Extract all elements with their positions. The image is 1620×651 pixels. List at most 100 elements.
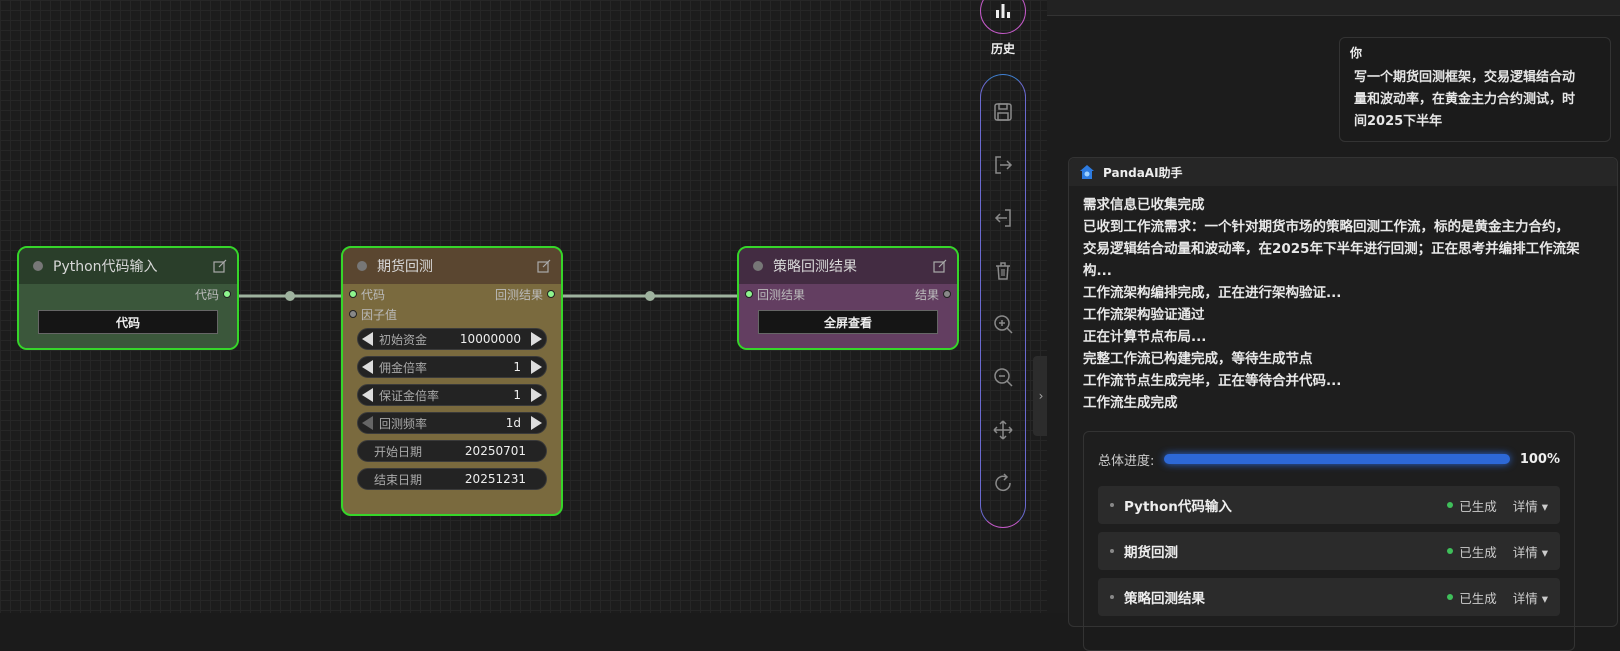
- step-item[interactable]: Python代码输入 已生成 详情 ▾: [1098, 486, 1560, 524]
- workflow-canvas[interactable]: Python代码输入 代码 代码 期货回测: [0, 0, 1049, 613]
- bullet-icon: [1110, 503, 1114, 507]
- message-line: 量和波动率，在黄金主力合约测试，时: [1354, 92, 1576, 107]
- wire-midpoint: [285, 291, 295, 301]
- progress-label: 总体进度:: [1098, 453, 1155, 469]
- step-status: 已生成: [1459, 498, 1497, 514]
- widget-label: 佣金倍率: [379, 360, 428, 375]
- progress-bar: [1164, 454, 1510, 464]
- import-icon[interactable]: [992, 207, 1014, 229]
- widget-frequency[interactable]: 回测频率 1d: [357, 412, 547, 434]
- overall-progress: 总体进度: 100%: [1084, 432, 1574, 486]
- widget-value: 20251231: [464, 472, 526, 486]
- output-port[interactable]: [943, 290, 951, 298]
- log-line: 工作流架构验证通过: [1083, 307, 1205, 323]
- fullscreen-view-button[interactable]: 全屏查看: [758, 310, 938, 334]
- log-line: 交易逻辑结合动量和波动率，在2025年下半年进行回测；正在思考并编排工作流架: [1083, 241, 1580, 257]
- refresh-icon[interactable]: [992, 472, 1014, 494]
- log-line: 需求信息已收集完成: [1083, 197, 1205, 213]
- log-line: 正在计算节点布局...: [1083, 329, 1207, 345]
- widget-label: 开始日期: [374, 444, 423, 459]
- edit-icon[interactable]: [213, 259, 227, 273]
- increment-arrow-icon[interactable]: [531, 360, 542, 374]
- message-line: 写一个期货回测框架，交易逻辑结合动: [1354, 70, 1576, 85]
- widget-margin-rate[interactable]: 保证金倍率 1: [357, 384, 547, 406]
- widget-initial-capital[interactable]: 初始资金 10000000: [357, 328, 547, 350]
- input-port-code[interactable]: [349, 290, 357, 298]
- node-python-input[interactable]: Python代码输入 代码 代码: [17, 246, 239, 350]
- progress-box: 总体进度: 100% Python代码输入 已生成 详情 ▾ 期货回测 已生成 …: [1083, 431, 1575, 651]
- step-name: 期货回测: [1124, 545, 1178, 561]
- widget-value: 1: [513, 388, 521, 402]
- progress-percent: 100%: [1519, 451, 1560, 467]
- edit-icon[interactable]: [537, 259, 551, 273]
- port-label: 回测结果: [494, 287, 543, 302]
- widget-label: 结束日期: [374, 472, 423, 487]
- bullet-icon: [1110, 549, 1114, 553]
- status-dot: [357, 261, 367, 271]
- step-item[interactable]: 期货回测 已生成 详情 ▾: [1098, 532, 1560, 570]
- input-port[interactable]: [745, 290, 753, 298]
- widget-end-date[interactable]: 结束日期 20251231: [357, 468, 547, 490]
- output-port[interactable]: [547, 290, 555, 298]
- code-button[interactable]: 代码: [38, 310, 218, 334]
- details-toggle[interactable]: 详情 ▾: [1512, 498, 1548, 514]
- move-icon[interactable]: [992, 419, 1014, 441]
- widget-label: 保证金倍率: [379, 388, 440, 403]
- node-header[interactable]: 期货回测: [343, 248, 561, 284]
- edit-icon[interactable]: [933, 259, 947, 273]
- node-header[interactable]: 策略回测结果: [739, 248, 957, 284]
- port-label: 因子值: [361, 307, 398, 322]
- canvas-toolbar: [980, 74, 1026, 528]
- node-header[interactable]: Python代码输入: [19, 248, 237, 284]
- step-status: 已生成: [1459, 544, 1497, 560]
- step-name: 策略回测结果: [1124, 591, 1205, 607]
- log-line: 工作流节点生成完毕，正在等待合并代码...: [1083, 373, 1342, 389]
- log-line: 完整工作流已构建完成，等待生成节点: [1083, 351, 1313, 367]
- step-name: Python代码输入: [1124, 499, 1232, 515]
- status-dot: [33, 261, 43, 271]
- panel-topbar: [1047, 0, 1620, 16]
- details-toggle[interactable]: 详情 ▾: [1512, 590, 1548, 606]
- trash-icon[interactable]: [992, 260, 1014, 282]
- widget-label: 回测频率: [379, 416, 428, 431]
- export-icon[interactable]: [992, 154, 1014, 176]
- port-label: 代码: [361, 287, 386, 302]
- status-dot-icon: [1447, 548, 1454, 554]
- increment-arrow-icon[interactable]: [531, 416, 542, 430]
- assistant-header: PandaAI助手: [1069, 158, 1617, 186]
- step-item[interactable]: 策略回测结果 已生成 详情 ▾: [1098, 578, 1560, 616]
- chevron-right-icon: ›: [1038, 389, 1044, 403]
- node-strategy-result[interactable]: 策略回测结果 回测结果 结果 全屏查看: [737, 246, 959, 350]
- increment-arrow-icon[interactable]: [531, 388, 542, 402]
- output-port[interactable]: [223, 290, 231, 298]
- zoom-in-icon[interactable]: [992, 313, 1014, 335]
- panel-collapse-toggle[interactable]: ›: [1033, 356, 1049, 436]
- panda-logo-icon: [1080, 165, 1094, 179]
- save-icon[interactable]: [992, 101, 1014, 123]
- details-toggle[interactable]: 详情 ▾: [1512, 544, 1548, 560]
- input-port-factor[interactable]: [349, 310, 357, 318]
- decrement-arrow-icon[interactable]: [362, 360, 373, 374]
- message-line: 间2025下半年: [1354, 114, 1443, 129]
- widget-value: 20250701: [464, 444, 526, 458]
- zoom-out-icon[interactable]: [992, 366, 1014, 388]
- increment-arrow-icon[interactable]: [531, 332, 542, 346]
- widget-value: 1d: [505, 416, 521, 430]
- widget-commission-rate[interactable]: 佣金倍率 1: [357, 356, 547, 378]
- widget-start-date[interactable]: 开始日期 20250701: [357, 440, 547, 462]
- assistant-message: PandaAI助手 需求信息已收集完成 已收到工作流需求：一个针对期货市场的策略…: [1068, 157, 1618, 651]
- node-futures-backtest[interactable]: 期货回测 代码 回测结果 因子值 初始资金 10000000: [341, 246, 563, 516]
- decrement-arrow-icon[interactable]: [362, 416, 373, 430]
- user-message-text: 写一个期货回测框架，交易逻辑结合动 量和波动率，在黄金主力合约测试，时 间202…: [1340, 67, 1610, 133]
- history-label: 历史: [990, 42, 1015, 56]
- port-label: 回测结果: [757, 287, 806, 302]
- decrement-arrow-icon[interactable]: [362, 332, 373, 346]
- port-label: 结果: [914, 287, 939, 302]
- node-title: Python代码输入: [53, 259, 158, 275]
- log-line: 已收到工作流需求：一个针对期货市场的策略回测工作流，标的是黄金主力合约，: [1083, 219, 1569, 235]
- bullet-icon: [1110, 595, 1114, 599]
- wire-midpoint: [645, 291, 655, 301]
- node-title: 期货回测: [377, 259, 433, 275]
- user-name: 你: [1350, 46, 1363, 60]
- decrement-arrow-icon[interactable]: [362, 388, 373, 402]
